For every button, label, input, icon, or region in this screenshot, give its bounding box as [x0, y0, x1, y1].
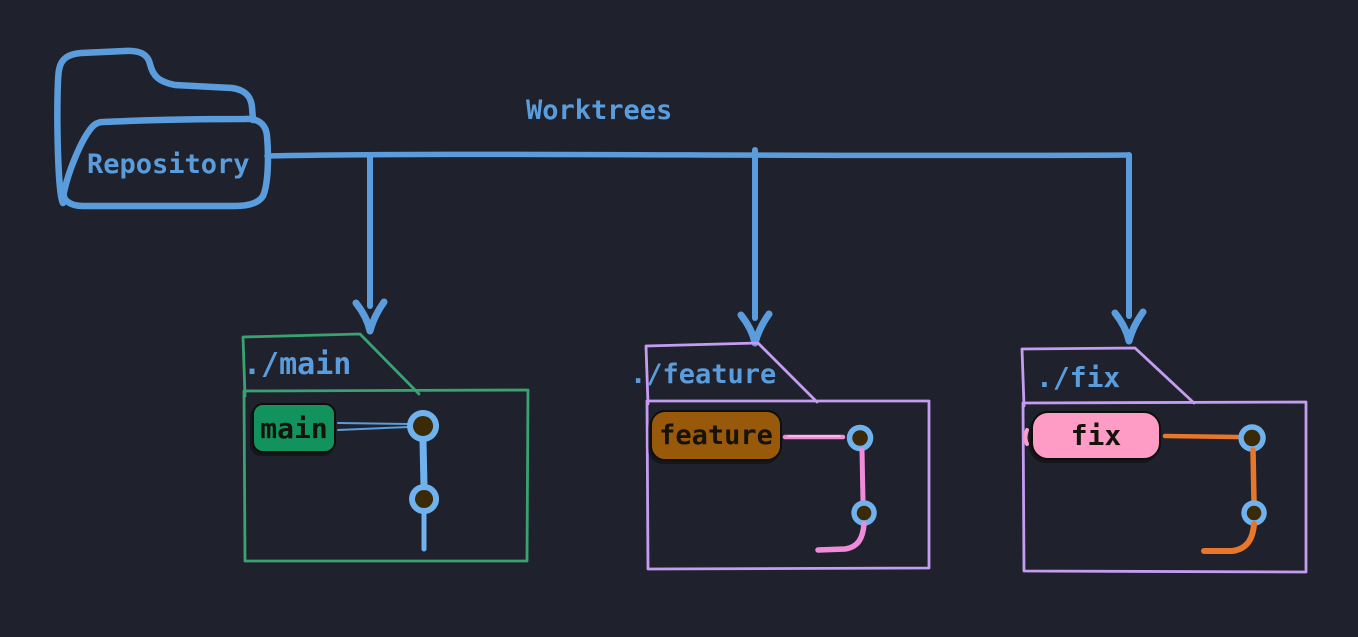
worktree-path-label-fix: ./fix: [1036, 361, 1121, 394]
branch-pointer-line: [337, 422, 410, 425]
connector-arrow-main: [352, 154, 388, 335]
folder-tab: [1020, 346, 1196, 408]
commit-edge: [859, 447, 866, 505]
branch-badge-feature: feature: [650, 410, 782, 461]
arrow-head-icon: [352, 298, 388, 335]
commit-tail: [815, 521, 867, 553]
worktree-path-label-main: ./main: [243, 347, 352, 382]
repository-label: Repository: [87, 149, 250, 180]
folder-tab: [644, 341, 819, 406]
commit-edge: [1250, 447, 1257, 505]
worktree-folder-feature-outline: [644, 341, 931, 571]
folder-body: [645, 399, 931, 571]
folder-body: [1021, 400, 1308, 574]
commit-graph-fix: [1023, 424, 1267, 554]
branch-badge-fix: fix: [1031, 411, 1161, 460]
worktrees-trunk-line: [264, 151, 1132, 159]
commit-edge: [419, 437, 428, 490]
repository-folder-front: [60, 115, 272, 210]
worktree-path-label-feature: ./feature: [630, 359, 777, 390]
commit-node: [851, 500, 877, 526]
commit-node: [409, 484, 440, 514]
worktree-folder-main-outline: [241, 332, 530, 563]
repository-folder-icon: [54, 47, 272, 210]
branch-badge-main: main: [252, 403, 336, 453]
folder-body: [242, 388, 530, 563]
branch-pointer-line: [337, 426, 410, 431]
worktree-folder-fix-outline: [1020, 346, 1308, 574]
connector-arrow-feature: [737, 147, 773, 347]
worktrees-label: Worktrees: [526, 95, 673, 126]
commit-node: [846, 424, 874, 452]
commit-graph-feature: [782, 424, 877, 553]
commit-node: [407, 410, 440, 442]
commit-node: [1241, 500, 1267, 526]
badge-sketch-mark: [1023, 428, 1029, 446]
connector-arrow-fix: [1111, 152, 1147, 345]
commit-tail: [1201, 521, 1257, 554]
folder-tab: [241, 332, 421, 398]
arrow-head-icon: [1111, 308, 1147, 345]
branch-pointer-line: [1162, 433, 1241, 440]
commit-graph-main: [337, 410, 440, 552]
commit-node: [1238, 424, 1266, 452]
repository-folder-back: [54, 47, 257, 207]
